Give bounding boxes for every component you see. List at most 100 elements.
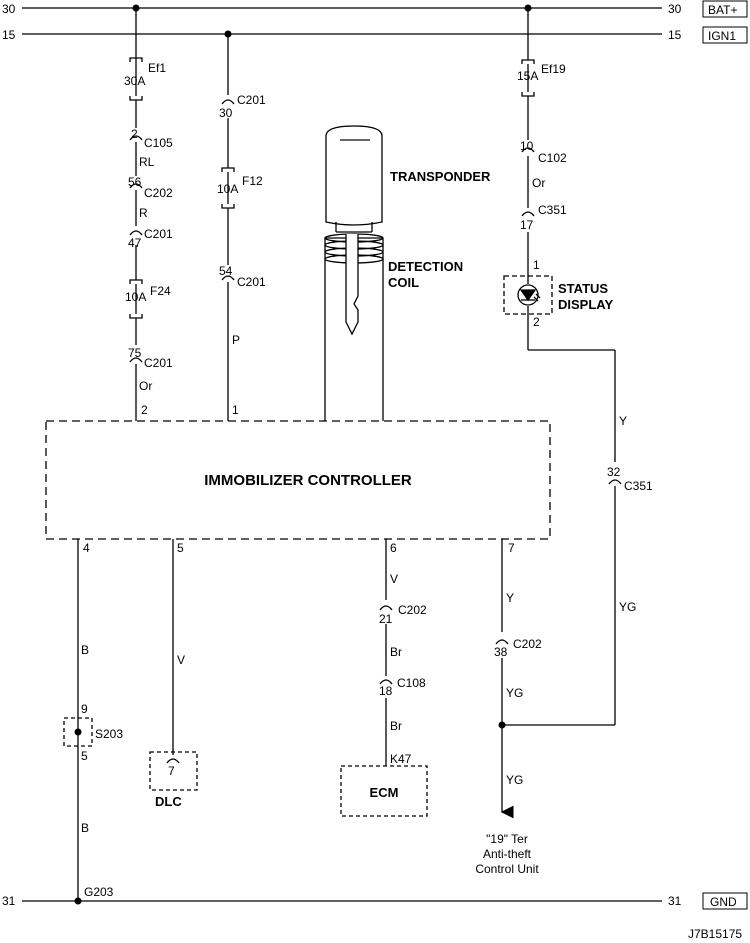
- c105-name: C105: [144, 136, 173, 150]
- wire-or: Or: [532, 176, 545, 190]
- wire-yg: YG: [619, 600, 636, 614]
- detection-coil-label-line2: COIL: [388, 275, 419, 290]
- c351-name: C351: [538, 203, 567, 217]
- connector-c351-symbol: [521, 211, 535, 217]
- splice-dot: [74, 728, 82, 736]
- c108-name: C108: [397, 676, 426, 690]
- c202-pin: 38: [494, 645, 508, 659]
- c201-name: C201: [144, 227, 173, 241]
- c351-pin: 17: [520, 218, 534, 232]
- c102-pin: 10: [520, 139, 534, 153]
- fuse-f24-rating: 10A: [125, 290, 146, 304]
- connector-c108-symbol: [379, 679, 393, 685]
- wire-yg: YG: [506, 686, 523, 700]
- connector-c351-symbol: [608, 479, 622, 485]
- ign-label-box: [702, 26, 748, 44]
- connector-c102-symbol: [521, 147, 535, 153]
- dlc-connector-symbol: [166, 758, 180, 764]
- fuse-ef19-rating: 15A: [517, 69, 538, 83]
- c202-name: C202: [513, 637, 542, 651]
- wire-y: Y: [506, 591, 514, 605]
- detection-coil-label-line1: DETECTION: [388, 259, 463, 274]
- fuse-ef1-rating: 30A: [124, 74, 145, 88]
- fuse-f12-rating: 10A: [217, 182, 238, 196]
- c108-pin: 18: [379, 684, 393, 698]
- wire-b: B: [81, 643, 89, 657]
- destination-label-line1: "19" Ter: [486, 832, 528, 846]
- dlc-pin: 7: [168, 764, 175, 778]
- status-display-box: [503, 275, 553, 315]
- bat-label-box: [702, 0, 748, 18]
- wire-rl: RL: [139, 155, 155, 169]
- controller-pin-4: 4: [83, 541, 90, 555]
- connector-c201-symbol: [129, 230, 143, 236]
- connector-c202-symbol: [379, 605, 393, 611]
- transponder-label: TRANSPONDER: [390, 169, 491, 184]
- splice-pin-9: 9: [81, 702, 88, 716]
- c201-pin: 47: [128, 236, 142, 250]
- status-lamp-icon: [517, 284, 541, 306]
- wire-v: V: [390, 572, 398, 586]
- connector-c105-symbol: [129, 135, 143, 141]
- c202-name: C202: [398, 603, 427, 617]
- wire-or: Or: [139, 379, 152, 393]
- c202-pin: 56: [128, 175, 142, 189]
- connector-c201-symbol: [221, 275, 235, 281]
- ground-g203: G203: [84, 885, 114, 899]
- dlc-box: [149, 751, 198, 791]
- wire-p: P: [232, 333, 240, 347]
- ecm-box: [340, 765, 428, 817]
- fuse-f24-name: F24: [150, 284, 171, 298]
- lamp-pin-2: 2: [533, 315, 540, 329]
- immobilizer-controller-box: [45, 420, 551, 540]
- wire-r: R: [139, 206, 148, 220]
- wire-v: V: [177, 653, 185, 667]
- splice-s203-name: S203: [95, 727, 123, 741]
- wire-br: Br: [390, 719, 402, 733]
- fuse-f12-name: F12: [242, 174, 263, 188]
- gnd-label-box: [702, 892, 748, 910]
- ecm-pin-k47: K47: [390, 752, 412, 766]
- c201-name: C201: [237, 275, 266, 289]
- c202-name: C202: [144, 186, 173, 200]
- c201-pin: 30: [219, 106, 233, 120]
- bat-label: BAT+: [708, 3, 737, 17]
- gnd-rail-number-right: 31: [668, 894, 682, 908]
- splice-pin-5: 5: [81, 749, 88, 763]
- connector-c201-symbol: [129, 357, 143, 363]
- ign-rail-number-right: 15: [668, 28, 682, 42]
- c201-pin: 75: [128, 346, 142, 360]
- fuse-ef1-name: Ef1: [148, 61, 166, 75]
- connector-c201-symbol: [221, 99, 235, 105]
- c201-name: C201: [144, 356, 173, 370]
- fuse-ef19-name: Ef19: [541, 62, 566, 76]
- controller-pin-7: 7: [508, 541, 515, 555]
- wire-b: B: [81, 821, 89, 835]
- destination-label-line3: Control Unit: [475, 862, 539, 876]
- wire-y: Y: [619, 414, 627, 428]
- c102-name: C102: [538, 151, 567, 165]
- lamp-pin-1: 1: [533, 258, 540, 272]
- ign-label: IGN1: [708, 29, 736, 43]
- connector-c202-symbol: [495, 639, 509, 645]
- figure-id: J7B15175: [688, 927, 742, 941]
- splice-s203-box: [63, 717, 93, 747]
- detection-coil-icon: [324, 233, 384, 421]
- c201-name: C201: [237, 93, 266, 107]
- controller-pin-1: 1: [232, 403, 239, 417]
- bat-rail-number-right: 30: [668, 2, 682, 16]
- c105-pin: 2: [131, 127, 138, 141]
- wire-yg: YG: [506, 773, 523, 787]
- ecm-label: ECM: [370, 785, 399, 800]
- gnd-label: GND: [710, 895, 737, 909]
- controller-pin-5: 5: [177, 541, 184, 555]
- c202-pin: 21: [379, 612, 393, 626]
- bat-rail-number-left: 30: [2, 2, 16, 16]
- controller-pin-2: 2: [141, 403, 148, 417]
- c201-pin: 54: [219, 264, 233, 278]
- wire-br: Br: [390, 645, 402, 659]
- c351-pin: 32: [607, 465, 621, 479]
- c351-name: C351: [624, 479, 653, 493]
- destination-label-line2: Anti-theft: [483, 847, 532, 861]
